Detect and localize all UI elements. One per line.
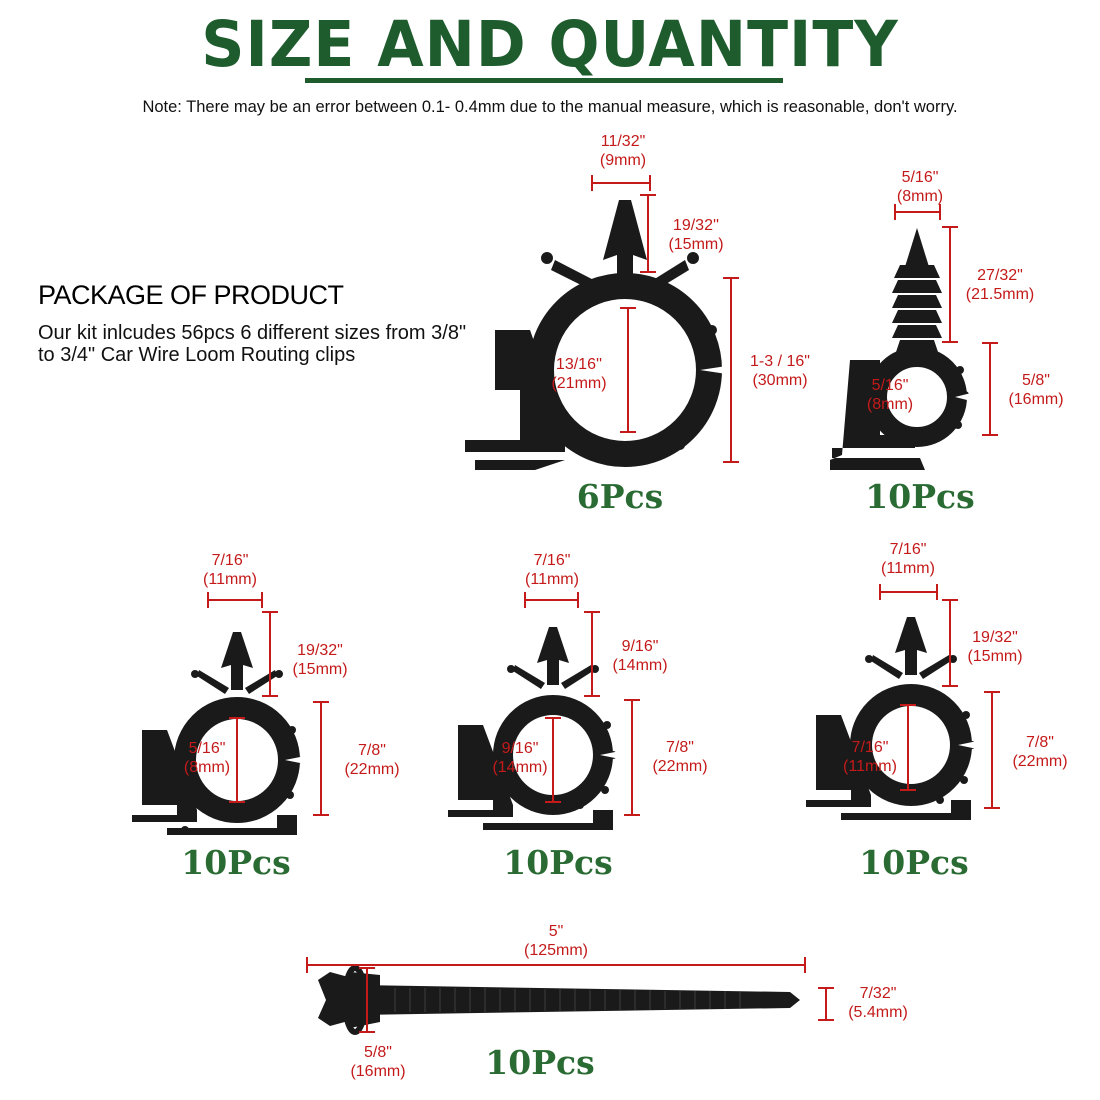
page-title: SIZE AND QUANTITY (201, 8, 899, 82)
dim-metric: (8mm) (183, 759, 231, 776)
clip-5-head-height-label: 19/32" (15mm) (955, 628, 1035, 666)
dim-value: 9/16" (621, 638, 659, 655)
clip-2-head-width-label: 5/16" (8mm) (880, 168, 960, 206)
dim-value: 7/8" (358, 742, 386, 759)
dim-metric: (9mm) (599, 152, 647, 169)
clip-3-outer-label: 7/8" (22mm) (332, 741, 412, 779)
clip-2-outer-label: 5/8" (16mm) (998, 371, 1074, 409)
clip-4-inner-label: 9/16" (14mm) (480, 739, 560, 777)
dim-metric: (22mm) (652, 758, 708, 775)
measurement-note: Note: There may be an error between 0.1-… (142, 98, 958, 116)
package-description: Our kit inlcudes 56pcs 6 different sizes… (38, 322, 467, 366)
clip-5-drawing (806, 617, 982, 820)
dim-metric: (15mm) (967, 648, 1023, 665)
clip-5-head-width-label: 7/16" (11mm) (868, 540, 948, 578)
dim-metric: (30mm) (752, 372, 808, 389)
clip-1-outer-label: 1-3 / 16" (30mm) (740, 352, 820, 390)
dim-value: 5/16" (901, 169, 939, 186)
dim-metric: (16mm) (350, 1063, 406, 1080)
clip-4-quantity: 10Pcs (503, 843, 613, 882)
clip-6-strap-width-label: 7/32" (5.4mm) (838, 984, 918, 1022)
clip-2-quantity: 10Pcs (865, 477, 975, 516)
dim-value: 13/16'' (555, 356, 603, 373)
dim-value: 27/32" (977, 267, 1023, 284)
clip-6-length-label: 5" (125mm) (506, 922, 606, 960)
clip-3-drawing (132, 632, 310, 835)
clip-5-quantity: 10Pcs (859, 843, 969, 882)
clip-3-head-height-label: 19/32" (15mm) (280, 641, 360, 679)
dimension-lines (207, 175, 1000, 1033)
dim-value: 7/32" (859, 985, 897, 1002)
clip-2-inner-label: 5/16" (8mm) (855, 376, 925, 414)
clip-2-drawing (830, 228, 975, 470)
clip-4-drawing (448, 627, 625, 830)
dim-value: 7/16" (851, 739, 889, 756)
dim-value: 5/16" (188, 740, 226, 757)
dim-value: 5" (548, 923, 564, 940)
dim-value: 19/32" (972, 629, 1018, 646)
clip-3-inner-label: 5/16" (8mm) (172, 739, 242, 777)
clip-1-inner-label: 13/16'' (21mm) (534, 355, 624, 393)
dim-metric: (22mm) (344, 761, 400, 778)
dim-value: 19/32" (297, 642, 343, 659)
dim-value: 11/32" (600, 133, 646, 150)
dim-metric: (8mm) (866, 396, 914, 413)
dim-value: 7/16" (889, 541, 927, 558)
dim-metric: (14mm) (492, 759, 548, 776)
dim-metric: (21.5mm) (965, 286, 1035, 303)
dim-metric: (16mm) (1008, 391, 1064, 408)
clip-4-head-height-label: 9/16" (14mm) (600, 637, 680, 675)
dim-metric: (8mm) (896, 188, 944, 205)
dim-metric: (5.4mm) (848, 1004, 908, 1021)
clip-6-drawing (318, 965, 800, 1035)
dim-value: 7/16" (533, 552, 571, 569)
dim-value: 5/8" (1022, 372, 1050, 389)
package-heading: PACKAGE OF PRODUCT (38, 280, 344, 310)
clip-1-drawing (465, 200, 740, 470)
dim-value: 7/8" (1026, 734, 1054, 751)
dim-metric: (11mm) (881, 560, 935, 577)
dim-metric: (11mm) (525, 571, 579, 588)
clip-3-head-width-label: 7/16" (11mm) (190, 551, 270, 589)
dim-metric: (15mm) (668, 236, 724, 253)
dim-value: 7/8" (666, 739, 694, 756)
clip-1-head-height-label: 19/32'' (15mm) (656, 216, 736, 254)
clip-3-quantity: 10Pcs (181, 843, 291, 882)
clip-4-head-width-label: 7/16" (11mm) (512, 551, 592, 589)
dim-value: 1-3 / 16" (750, 353, 810, 370)
clip-2-head-height-label: 27/32" (21.5mm) (955, 266, 1045, 304)
dim-metric: (14mm) (612, 657, 668, 674)
clip-5-outer-label: 7/8" (22mm) (1000, 733, 1080, 771)
clip-5-inner-label: 7/16" (11mm) (835, 738, 905, 776)
dim-metric: (11mm) (203, 571, 257, 588)
dim-value: 5/16" (871, 377, 909, 394)
dim-metric: (22mm) (1012, 753, 1068, 770)
dim-metric: (21mm) (551, 375, 607, 392)
dim-metric: (15mm) (292, 661, 348, 678)
clip-4-outer-label: 7/8" (22mm) (640, 738, 720, 776)
dim-value: 7/16" (211, 552, 249, 569)
dim-metric: (11mm) (843, 758, 897, 775)
clip-6-head-label: 5/8" (16mm) (338, 1043, 418, 1081)
dim-value: 19/32'' (672, 217, 720, 234)
dim-value: 9/16" (501, 740, 539, 757)
clip-6-quantity: 10Pcs (485, 1043, 595, 1082)
dim-metric: (125mm) (523, 942, 588, 959)
clip-1-head-width-label: 11/32" (9mm) (583, 132, 663, 170)
clip-1-quantity: 6Pcs (576, 477, 664, 516)
dim-value: 5/8" (364, 1044, 392, 1061)
title-underline (305, 78, 783, 83)
